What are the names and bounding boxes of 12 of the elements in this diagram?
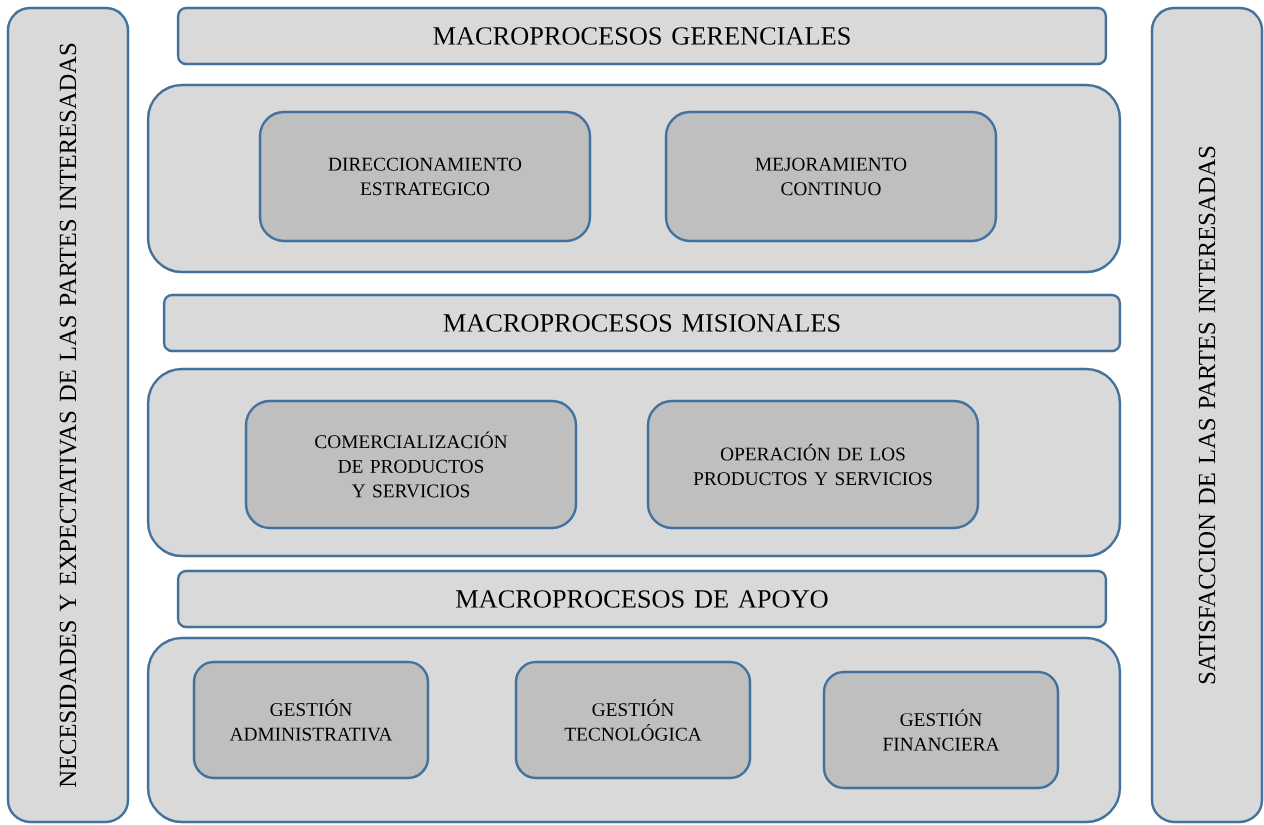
process-box: COMERCIALIZACIÓN DE PRODUCTOS Y SERVICIOS <box>244 399 578 530</box>
header-bar: MACROPROCESOS GERENCIALES <box>176 6 1108 66</box>
process-box: GESTIÓN ADMINISTRATIVA <box>192 660 430 780</box>
side-band: SATISFACCION DE LAS PARTES INTERESADAS <box>1150 6 1264 824</box>
header-bar: MACROPROCESOS MISIONALES <box>162 293 1122 353</box>
process-box: OPERACIÓN DE LOS PRODUCTOS Y SERVICIOS <box>646 399 980 530</box>
process-box: MEJORAMIENTO CONTINUO <box>664 110 998 243</box>
process-box: DIRECCIONAMIENTO ESTRATEGICO <box>258 110 592 243</box>
process-box: GESTIÓN TECNOLÓGICA <box>514 660 752 780</box>
side-band: NECESIDADES Y EXPECTATIVAS DE LAS PARTES INTERESADAS <box>6 6 130 824</box>
header-bar: MACROPROCESOS DE APOYO <box>176 569 1108 629</box>
process-box: GESTIÓN FINANCIERA <box>822 670 1060 790</box>
